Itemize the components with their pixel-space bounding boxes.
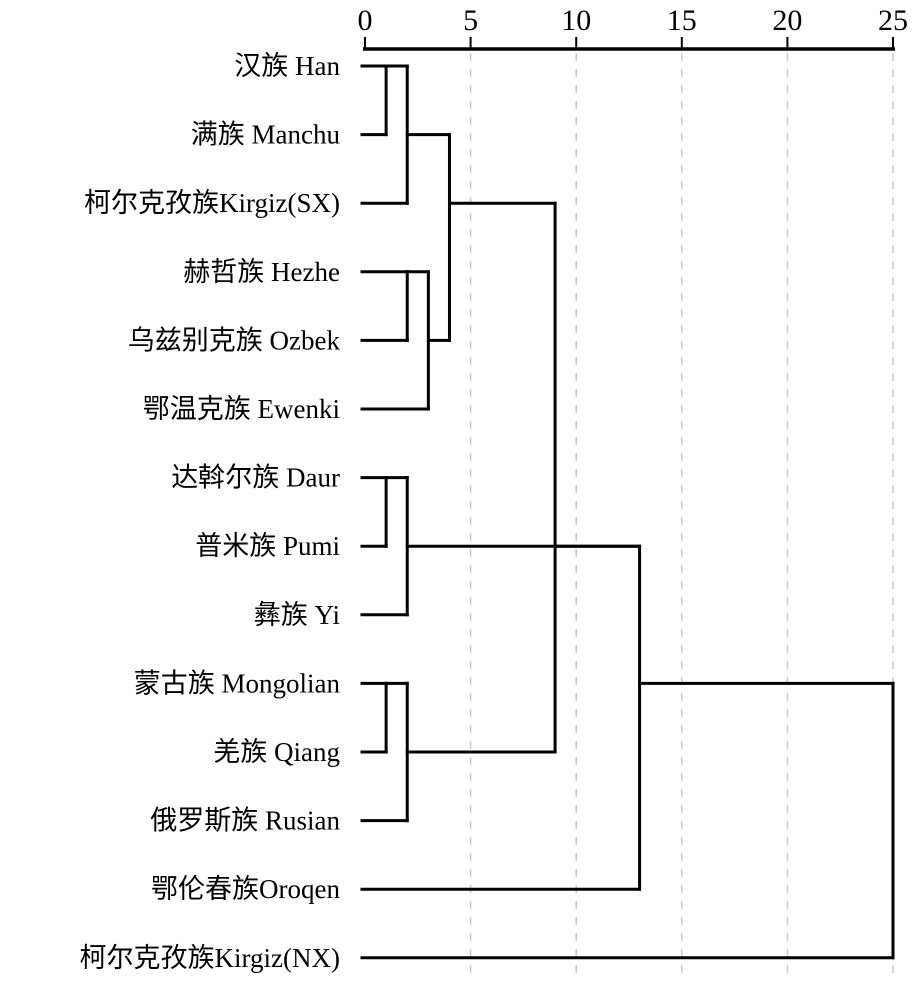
leaf-label: 彝族 Yi <box>254 600 340 630</box>
x-tick-label: 5 <box>463 4 478 37</box>
x-tick-label: 20 <box>772 4 802 37</box>
leaf-label: 俄罗斯族 Rusian <box>150 806 340 836</box>
x-axis-ticks: 0 5 10 15 20 25 <box>358 4 908 49</box>
x-tick-label: 25 <box>878 4 908 37</box>
grid-lines <box>469 53 894 975</box>
dendrogram-branches <box>360 64 895 960</box>
leaf-label: 蒙古族 Mongolian <box>134 668 341 698</box>
leaf-label: 羌族 Qiang <box>213 737 340 767</box>
x-tick-label: 15 <box>667 4 697 37</box>
leaf-label: 达斡尔族 Daur <box>171 463 340 493</box>
x-tick-label: 10 <box>561 4 591 37</box>
leaf-label: 鄂温克族 Ewenki <box>143 394 340 424</box>
leaf-label: 汉族 Han <box>234 51 340 81</box>
leaf-label: 满族 Manchu <box>191 120 341 150</box>
leaf-label: 普米族 Pumi <box>195 531 340 561</box>
leaf-label: 乌兹别克族 Ozbek <box>128 325 341 355</box>
x-tick-label: 0 <box>358 4 373 37</box>
leaf-label: 柯尔克孜族Kirgiz(SX) <box>84 188 340 218</box>
leaf-label: 柯尔克孜族Kirgiz(NX) <box>80 943 340 973</box>
leaf-label: 鄂伦春族Oroqen <box>151 874 340 904</box>
leaf-labels: 汉族 Han 满族 Manchu 柯尔克孜族Kirgiz(SX) 赫哲族 Hezhe 乌… <box>80 51 341 973</box>
leaf-label: 赫哲族 Hezhe <box>183 257 340 287</box>
